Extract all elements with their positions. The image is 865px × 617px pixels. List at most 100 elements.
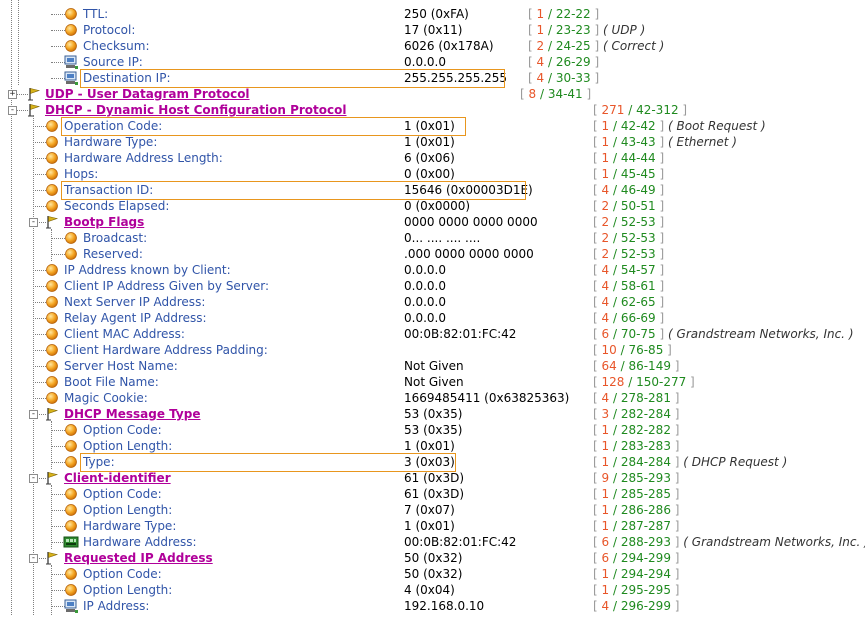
byte-range: [ 64 / 86-149 ] — [593, 359, 680, 373]
field-value: 1 (0x01) — [404, 135, 455, 149]
protocol-tree-field-row[interactable]: Option Code:53 (0x35)[ 1 / 282-282 ] — [0, 422, 865, 438]
protocol-tree-field-row[interactable]: Checksum:6026 (0x178A)[ 2 / 24-25 ] ( Co… — [0, 38, 865, 54]
protocol-tree-field-row[interactable]: Option Code:61 (0x3D)[ 1 / 285-285 ] — [0, 486, 865, 502]
field-value: 61 (0x3D) — [404, 487, 465, 501]
field-value: 0 (0x00) — [404, 167, 455, 181]
protocol-tree-field-row[interactable]: Destination IP:255.255.255.255[ 4 / 30-3… — [0, 70, 865, 86]
byte-range: [ 1 / 284-284 ] ( DHCP Request ) — [593, 455, 788, 469]
tree-guide-line — [51, 229, 52, 261]
protocol-tree-field-row[interactable]: Option Length:4 (0x04)[ 1 / 295-295 ] — [0, 582, 865, 598]
tree-guide-line — [51, 78, 65, 79]
orange-circle-icon — [44, 118, 60, 134]
protocol-tree-field-row[interactable]: Seconds Elapsed: 0 (0x0000) [ 2 / 50-51 ] — [0, 198, 865, 214]
protocol-tree-field-row[interactable]: Option Length:7 (0x07)[ 1 / 286-286 ] — [0, 502, 865, 518]
byte-length: 1 — [536, 23, 545, 37]
byte-length: 2 — [601, 247, 610, 261]
protocol-flag-icon — [26, 102, 42, 118]
orange-circle-icon — [63, 230, 79, 246]
protocol-tree-field-row[interactable]: Type:3 (0x03)[ 1 / 284-284 ] ( DHCP Requ… — [0, 454, 865, 470]
field-value: 00:0B:82:01:FC:42 — [404, 535, 517, 549]
field-value: 53 (0x35) — [404, 407, 463, 421]
protocol-tree-field-row[interactable]: IP Address:192.168.0.10[ 4 / 296-299 ] — [0, 598, 865, 614]
byte-offsets: 285-293 — [620, 471, 671, 485]
field-name: Seconds Elapsed: — [64, 199, 170, 213]
byte-offsets: 62-65 — [620, 295, 656, 309]
tree-guide-line — [51, 542, 65, 543]
expand-plus-icon[interactable]: + — [8, 89, 17, 99]
network-address-icon — [63, 598, 79, 614]
protocol-tree-field-row[interactable]: IP Address known by Client:0.0.0.0[ 4 / … — [0, 262, 865, 278]
protocol-tree-field-row[interactable]: Client Hardware Address Padding:[ 10 / 7… — [0, 342, 865, 358]
field-value: 1 (0x01) — [404, 519, 455, 533]
protocol-tree-field-row[interactable]: Operation Code:1 (0x01)[ 1 / 42-42 ] ( B… — [0, 118, 865, 134]
orange-circle-icon — [63, 502, 79, 518]
field-value: 7 (0x07) — [404, 503, 455, 517]
byte-length: 1 — [601, 119, 610, 133]
protocol-tree-field-row[interactable]: Option Code:50 (0x32)[ 1 / 294-294 ] — [0, 566, 865, 582]
collapse-minus-icon[interactable]: - — [8, 105, 17, 115]
protocol-tree-field-row[interactable]: Source IP:0.0.0.0[ 4 / 26-29 ] — [0, 54, 865, 70]
orange-circle-icon — [44, 134, 60, 150]
protocol-tree-field-row[interactable]: TTL:250 (0xFA)[ 1 / 22-22 ] — [0, 6, 865, 22]
byte-range: [ 2 / 52-53 ] — [593, 215, 665, 229]
collapse-minus-icon[interactable]: - — [29, 409, 38, 419]
field-name: Option Code: — [83, 487, 162, 501]
protocol-tree-field-row[interactable]: Hardware Address:00:0B:82:01:FC:42[ 6 / … — [0, 534, 865, 550]
protocol-tree-field-row[interactable]: Option Length:1 (0x01)[ 1 / 283-283 ] — [0, 438, 865, 454]
field-value: 0 (0x0000) — [404, 199, 471, 213]
byte-range: [ 1 / 44-44 ] — [593, 151, 665, 165]
tree-guide-line — [51, 574, 65, 575]
protocol-tree-field-row[interactable]: Client IP Address Given by Server:0.0.0.… — [0, 278, 865, 294]
field-value: 61 (0x3D) — [404, 471, 465, 485]
protocol-flag-icon — [44, 214, 60, 230]
field-description: ( Grandstream Networks, Inc. ) — [683, 535, 865, 549]
field-value: 53 (0x35) — [404, 423, 463, 437]
byte-range: [ 2 / 50-51 ] — [593, 199, 665, 213]
protocol-tree-field-row[interactable]: Next Server IP Address:0.0.0.0[ 4 / 62-6… — [0, 294, 865, 310]
byte-offsets: 76-85 — [628, 343, 664, 357]
byte-length: 1 — [601, 583, 610, 597]
protocol-tree-field-row[interactable]: Client MAC Address:00:0B:82:01:FC:42[ 6 … — [0, 326, 865, 342]
protocol-tree-field-row[interactable]: Reserved:.000 0000 0000 0000[ 2 / 52-53 … — [0, 246, 865, 262]
group-name: Client-identifier — [64, 471, 171, 485]
collapse-minus-icon[interactable]: - — [29, 553, 38, 563]
field-description: ( Grandstream Networks, Inc. ) — [668, 327, 854, 341]
tree-guide-line — [33, 126, 46, 127]
protocol-tree-field-row[interactable]: Hardware Type:1 (0x01)[ 1 / 287-287 ] — [0, 518, 865, 534]
tree-guide-line — [33, 398, 46, 399]
protocol-tree-field-row[interactable]: Relay Agent IP Address:0.0.0.0[ 4 / 66-6… — [0, 310, 865, 326]
collapse-minus-icon[interactable]: - — [29, 217, 38, 227]
protocol-tree-field-row[interactable]: Transaction ID:15646 (0x00003D1E)[ 4 / 4… — [0, 182, 865, 198]
field-value: 4 (0x04) — [404, 583, 455, 597]
field-name: Destination IP: — [83, 71, 171, 85]
tree-guide-line — [33, 334, 46, 335]
protocol-tree-field-row[interactable]: Server Host Name:Not Given[ 64 / 86-149 … — [0, 358, 865, 374]
byte-offsets: 282-282 — [620, 423, 671, 437]
protocol-tree-group-row[interactable]: -DHCP - Dynamic Host Configuration Proto… — [0, 102, 865, 118]
protocol-tree-group-row[interactable]: +UDP - User Datagram Protocol[ 8 / 34-41… — [0, 86, 865, 102]
byte-length: 1 — [601, 519, 610, 533]
protocol-tree-field-row[interactable]: Boot File Name:Not Given[ 128 / 150-277 … — [0, 374, 865, 390]
collapse-minus-icon[interactable]: - — [29, 473, 38, 483]
byte-offsets: 294-299 — [620, 551, 671, 565]
network-address-icon — [63, 54, 79, 70]
byte-length: 2 — [601, 231, 610, 245]
protocol-tree-field-row[interactable]: Hardware Type:1 (0x01)[ 1 / 43-43 ] ( Et… — [0, 134, 865, 150]
protocol-tree-field-row[interactable]: Hops:0 (0x00)[ 1 / 45-45 ] — [0, 166, 865, 182]
tree-guide-line — [51, 14, 65, 15]
protocol-tree-field-row[interactable]: Protocol:17 (0x11)[ 1 / 23-23 ] ( UDP ) — [0, 22, 865, 38]
mac-address-icon — [63, 534, 79, 550]
protocol-tree-field-row[interactable]: Hardware Address Length:6 (0x06)[ 1 / 44… — [0, 150, 865, 166]
tree-guide-line — [51, 510, 65, 511]
tree-guide-line — [51, 606, 65, 607]
field-value: .000 0000 0000 0000 — [404, 247, 534, 261]
byte-length: 2 — [536, 39, 545, 53]
protocol-tree-field-row[interactable]: Broadcast:0... .... .... ....[ 2 / 52-53… — [0, 230, 865, 246]
field-description: ( DHCP Request ) — [683, 455, 788, 469]
tree-guide-line — [33, 558, 46, 559]
protocol-tree-field-row[interactable]: Magic Cookie:1669485411 (0x63825363)[ 4 … — [0, 390, 865, 406]
